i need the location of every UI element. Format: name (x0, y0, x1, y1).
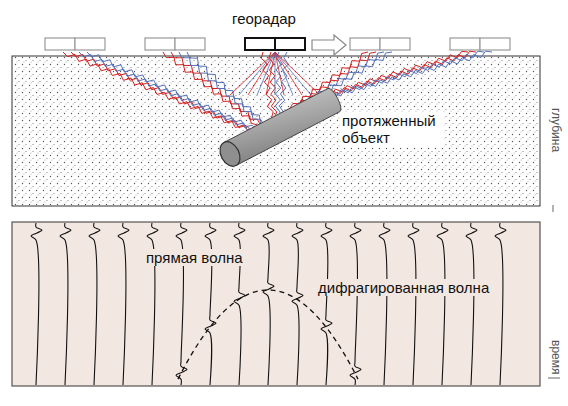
trace (263, 223, 274, 385)
antenna-box (350, 38, 380, 50)
wave-ray (79, 52, 254, 130)
wave-fan (266, 52, 275, 95)
diffraction-hyperbola (178, 290, 358, 379)
trace (350, 223, 361, 385)
radargram-panel (12, 222, 540, 386)
antenna-box (450, 38, 480, 50)
trace (234, 223, 245, 385)
trace (321, 223, 332, 385)
text-label: протяженный объект (340, 112, 444, 147)
wave-fan (230, 52, 275, 95)
antenna-box (245, 38, 275, 50)
trace (379, 223, 390, 385)
pipe-end (216, 138, 244, 169)
wave-fan (275, 52, 320, 95)
wave-ray (314, 51, 485, 100)
trace (60, 223, 71, 385)
wave-ray (187, 52, 267, 125)
antenna-box (75, 38, 105, 50)
trace (89, 223, 100, 385)
antenna-positions (45, 38, 510, 50)
trace (466, 223, 477, 385)
trace (292, 223, 303, 385)
wave-fan (275, 52, 276, 95)
axis-tick (548, 378, 560, 379)
trace (31, 223, 42, 385)
axis-label: время (548, 340, 562, 374)
wave-fan (275, 52, 293, 95)
trace (437, 223, 448, 385)
antenna-box (175, 38, 205, 50)
trace (408, 223, 419, 385)
trace (205, 223, 216, 385)
wave-ray (317, 51, 493, 100)
antenna-box (380, 38, 410, 50)
antenna-box (480, 38, 510, 50)
wave-ray (163, 52, 258, 125)
wave-ray (261, 52, 273, 118)
pipe-body (224, 88, 341, 165)
antenna-box (275, 38, 305, 50)
wave-fan (257, 52, 275, 95)
wave-ray (171, 52, 261, 125)
axis-label: глубина (548, 108, 562, 152)
antenna-box (145, 38, 175, 50)
pipe-object (216, 88, 341, 169)
wave-fan (248, 52, 275, 95)
wave-fan (239, 52, 275, 95)
trace (176, 223, 187, 385)
trace (147, 223, 158, 385)
trace (118, 223, 129, 385)
text-label: дифрагированная волна (316, 279, 491, 296)
soil-texture (12, 56, 540, 206)
move-arrow (312, 35, 346, 55)
axis-tick (553, 205, 554, 212)
wave-fan (275, 52, 311, 95)
antenna-box (45, 38, 75, 50)
wave-ray (179, 52, 264, 125)
trace (495, 223, 506, 385)
text-label: прямая волна (144, 249, 245, 266)
ground-section (12, 56, 540, 206)
radar-traces (31, 223, 506, 385)
text-label: георадар (232, 10, 296, 27)
